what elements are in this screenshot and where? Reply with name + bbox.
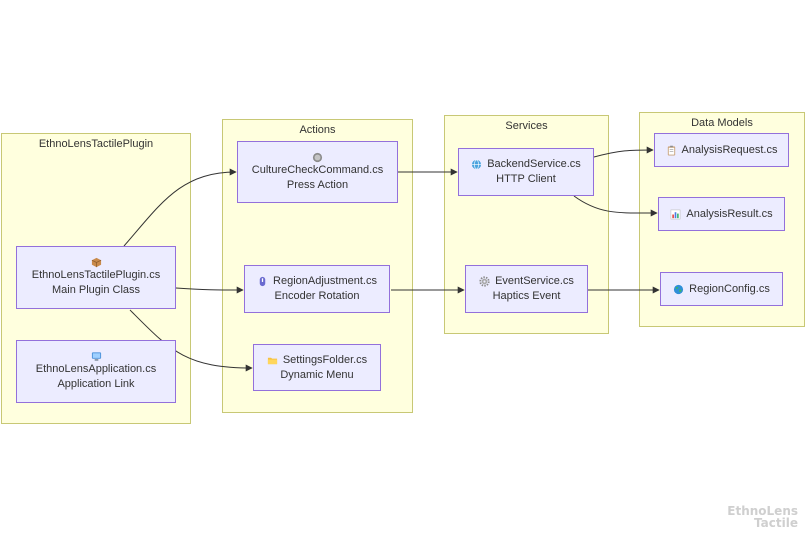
node-settings-folder-title: SettingsFolder.cs [282, 353, 368, 366]
node-ethnolens-tactile-plugin-subtitle: Main Plugin Class [51, 284, 141, 296]
node-backend-service-title-row: BackendService.cs [471, 157, 581, 172]
package-icon [91, 257, 102, 268]
node-event-service-subtitle: Haptics Event [492, 290, 561, 302]
node-region-adjustment[interactable]: RegionAdjustment.cs Encoder Rotation [244, 265, 390, 313]
watermark-line-1: EthnoLens [727, 504, 798, 518]
knob-icon [257, 276, 268, 287]
edge-plugin-to-region-adjust [175, 286, 244, 294]
node-culture-check-command-title: CultureCheckCommand.cs [251, 163, 384, 176]
earth-icon [673, 284, 684, 295]
node-settings-folder-subtitle: Dynamic Menu [280, 368, 354, 381]
edge-backend-to-analysis-result [573, 195, 658, 217]
node-backend-service[interactable]: BackendService.cs HTTP Client [458, 148, 594, 196]
node-culture-check-command-subtitle: Press Action [286, 178, 349, 191]
node-settings-folder[interactable]: SettingsFolder.cs Dynamic Menu [253, 344, 381, 391]
node-culture-check-command[interactable]: CultureCheckCommand.cs Press Action [237, 141, 398, 203]
cluster-data-models-label: Data Models [691, 117, 753, 129]
bar-chart-icon [670, 209, 681, 220]
monitor-icon [91, 351, 102, 362]
node-ethnolens-tactile-plugin-title: EthnoLensTactilePlugin.cs [31, 269, 161, 281]
node-ethnolens-application[interactable]: EthnoLensApplication.cs Application Link [16, 340, 176, 403]
node-analysis-result[interactable]: AnalysisResult.cs [658, 197, 785, 231]
cluster-services-label: Services [505, 120, 548, 132]
watermark-logo: EthnoLens Tactile [727, 505, 798, 529]
node-analysis-result-title: AnalysisResult.cs [686, 207, 773, 220]
node-analysis-request[interactable]: AnalysisRequest.cs [654, 133, 789, 167]
node-region-adjustment-subtitle: Encoder Rotation [274, 290, 360, 302]
node-analysis-request-row: AnalysisRequest.cs [666, 143, 778, 158]
node-event-service-title-row: EventService.cs [479, 274, 574, 289]
radio-button-icon [312, 152, 323, 163]
node-region-adjustment-title: RegionAdjustment.cs [273, 275, 377, 287]
node-event-service[interactable]: EventService.cs Haptics Event [465, 265, 588, 313]
node-event-service-title: EventService.cs [495, 275, 574, 287]
watermark-line-2: Tactile [754, 516, 798, 530]
globe-icon [471, 159, 482, 170]
folder-icon [267, 355, 278, 366]
node-region-config-title: RegionConfig.cs [689, 282, 770, 295]
cluster-plugin-label: EthnoLensTactilePlugin [38, 138, 154, 150]
node-region-config[interactable]: RegionConfig.cs [660, 272, 783, 306]
node-analysis-request-title: AnalysisRequest.cs [681, 143, 778, 156]
clipboard-icon [666, 145, 677, 156]
edge-plugin-to-culture-check [123, 168, 237, 247]
node-ethnolens-application-title: EthnoLensApplication.cs [35, 363, 157, 375]
node-region-adjustment-title-row: RegionAdjustment.cs [257, 274, 377, 289]
edge-plugin-to-settings-folder [129, 309, 253, 372]
gear-icon [479, 276, 490, 287]
node-analysis-result-row: AnalysisResult.cs [670, 207, 773, 222]
node-backend-service-subtitle: HTTP Client [496, 173, 556, 185]
cluster-actions-label: Actions [299, 124, 336, 136]
node-ethnolens-tactile-plugin[interactable]: EthnoLensTactilePlugin.cs Main Plugin Cl… [16, 246, 176, 309]
node-settings-folder-title-row: SettingsFolder.cs [267, 353, 367, 368]
node-backend-service-title: BackendService.cs [487, 158, 581, 170]
edge-backend-to-analysis-request [593, 146, 654, 158]
node-region-config-row: RegionConfig.cs [673, 282, 770, 297]
node-ethnolens-application-subtitle: Application Link [57, 378, 135, 390]
